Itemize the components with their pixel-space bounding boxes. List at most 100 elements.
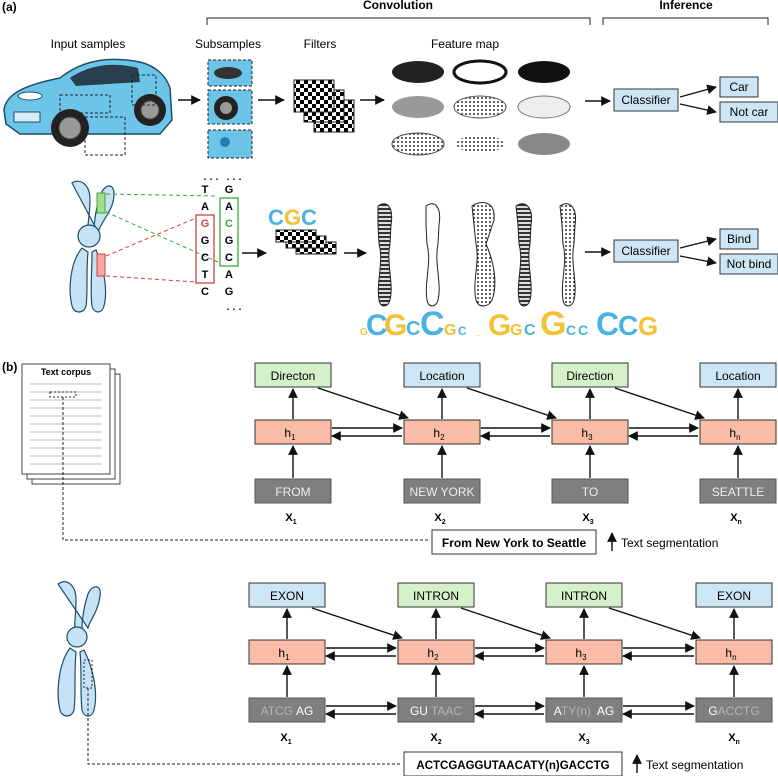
seq-right-base: A	[225, 201, 233, 213]
svg-text:C: C	[406, 318, 420, 340]
rnn-text-input-label: NEW YORK	[409, 485, 474, 499]
rnn-gene-row: EXON INTRON INTRON EXON h1 h2 h3 hn ATCG…	[248, 582, 773, 746]
inference-brace	[602, 17, 769, 25]
rnn-text-input-box	[699, 478, 777, 504]
rnn-gene-output-label: EXON	[717, 589, 751, 603]
rnn-gene-x-label: X2	[430, 732, 441, 746]
classifier-box-car	[613, 88, 679, 112]
rnn-text-x-label: X3	[582, 512, 593, 526]
text-segmentation-label: Text segmentation	[621, 536, 718, 550]
car-illustration	[3, 58, 173, 147]
arrow-classifier-to-not-bind	[679, 255, 717, 267]
gene-sentence: ACTCGAGGUTAACATY(n)GACCTG	[416, 760, 609, 772]
rnn-text-output-label: Directon	[271, 369, 316, 383]
corpus-leader-line	[62, 397, 430, 541]
rnn-text-hidden-box	[551, 419, 629, 445]
classifier-label-car: Classifier	[621, 93, 670, 107]
output-not-car-box	[719, 101, 778, 123]
rnn-text-output-label: Location	[419, 369, 464, 383]
rnn-gene-x-label: X1	[280, 732, 291, 746]
classifier-box-dna	[613, 239, 679, 263]
rnn-gene-input-label: ATY(n)AG	[554, 704, 614, 718]
rnn-text-x-label: X1	[285, 512, 296, 526]
rnn-gene-output-box	[248, 582, 326, 608]
chromosome-a	[69, 180, 115, 313]
svg-text:C: C	[524, 322, 536, 339]
svg-text:C: C	[596, 306, 619, 342]
dash-green-top	[105, 193, 219, 197]
inference-heading: Inference	[659, 0, 713, 12]
output-bind-box	[719, 228, 759, 250]
svg-text:C: C	[366, 309, 388, 342]
text-sentence-box	[431, 529, 597, 555]
dna-filters	[275, 229, 337, 255]
sequence-logo: G C G C C G C _ G G C G C C C C G	[360, 305, 658, 343]
seq-ellipsis-bottom: ...	[225, 303, 243, 314]
motif-cgc: C G C	[268, 205, 317, 230]
filters-header: Filters	[304, 37, 337, 51]
chromosome-red-region	[96, 253, 106, 277]
rnn-gene-output-box	[545, 582, 623, 608]
rnn-text-output-label: Direction	[566, 369, 613, 383]
seq-left-base: G	[201, 218, 210, 230]
svg-text:G: G	[284, 205, 301, 230]
svg-text:C: C	[578, 322, 588, 338]
seq-left-base: C	[201, 252, 209, 264]
output-not-bind-box	[719, 253, 778, 275]
svg-text:C: C	[566, 322, 576, 338]
svg-text:G: G	[638, 311, 658, 341]
chromosome-b	[57, 581, 101, 717]
rnn-text-hidden-label: hn	[729, 426, 740, 442]
rnn-text-hidden-label: h2	[433, 426, 445, 442]
rnn-gene-x-label: Xn	[728, 732, 740, 746]
car-subsample-2	[207, 89, 253, 125]
gene-sentence-box	[403, 751, 623, 776]
svg-text:G: G	[540, 305, 566, 343]
rnn-gene-hidden-box	[397, 639, 475, 665]
subsamples-header: Subsamples	[195, 37, 261, 51]
rnn-gene-input-box	[397, 697, 475, 723]
seq-left-column: T A G G C T C	[201, 184, 210, 298]
seq-green-window	[219, 197, 239, 267]
rnn-gene-input-box	[695, 697, 773, 723]
seq-red-window	[195, 214, 215, 284]
arrow-classifier-to-not-car	[679, 103, 717, 115]
svg-text:C: C	[458, 324, 467, 338]
text-sentence: From New York to Seattle	[442, 536, 587, 550]
rnn-text-input-label: FROM	[275, 485, 310, 499]
svg-text:G: G	[444, 322, 456, 339]
svg-text:G: G	[384, 309, 407, 342]
panel-b-label: (b)	[2, 360, 17, 374]
seq-right-base: G	[225, 184, 234, 196]
rnn-gene-hidden-box	[248, 639, 326, 665]
rnn-gene-output-box	[695, 582, 773, 608]
svg-text:C: C	[618, 310, 638, 341]
panel-a-label: (a)	[2, 0, 17, 14]
output-not-car-label: Not car	[730, 105, 769, 119]
rnn-text-hidden-box	[403, 419, 481, 445]
car-subsample-3	[207, 129, 253, 159]
svg-text:C: C	[301, 205, 317, 230]
seq-right-base: G	[225, 286, 234, 298]
rnn-gene-hidden-label: h3	[575, 646, 587, 662]
rnn-text-input-label: SEATTLE	[712, 485, 764, 499]
text-corpus-title: Text corpus	[41, 367, 91, 377]
svg-text:_: _	[475, 328, 481, 337]
seq-right-base: C	[225, 218, 233, 230]
rnn-text-x-label: X2	[434, 512, 445, 526]
output-car-box	[719, 76, 759, 98]
rnn-text-hidden-label: h3	[581, 426, 593, 442]
rnn-gene-output-box	[397, 582, 475, 608]
rnn-gene-hidden-box	[695, 639, 773, 665]
output-not-bind-label: Not bind	[727, 257, 772, 271]
gene-leader-line	[87, 688, 402, 765]
svg-text:G: G	[360, 327, 368, 338]
rnn-gene-hidden-box	[545, 639, 623, 665]
seq-left-base: C	[201, 286, 209, 298]
seq-ellipsis-top-right: ...	[225, 173, 243, 184]
seq-ellipsis-top-left: ...	[202, 173, 220, 184]
seq-right-base: C	[225, 252, 233, 264]
chromosome-feature-maps	[377, 202, 577, 307]
car-sample-box-1	[59, 94, 111, 114]
rnn-gene-input-box	[545, 697, 623, 723]
